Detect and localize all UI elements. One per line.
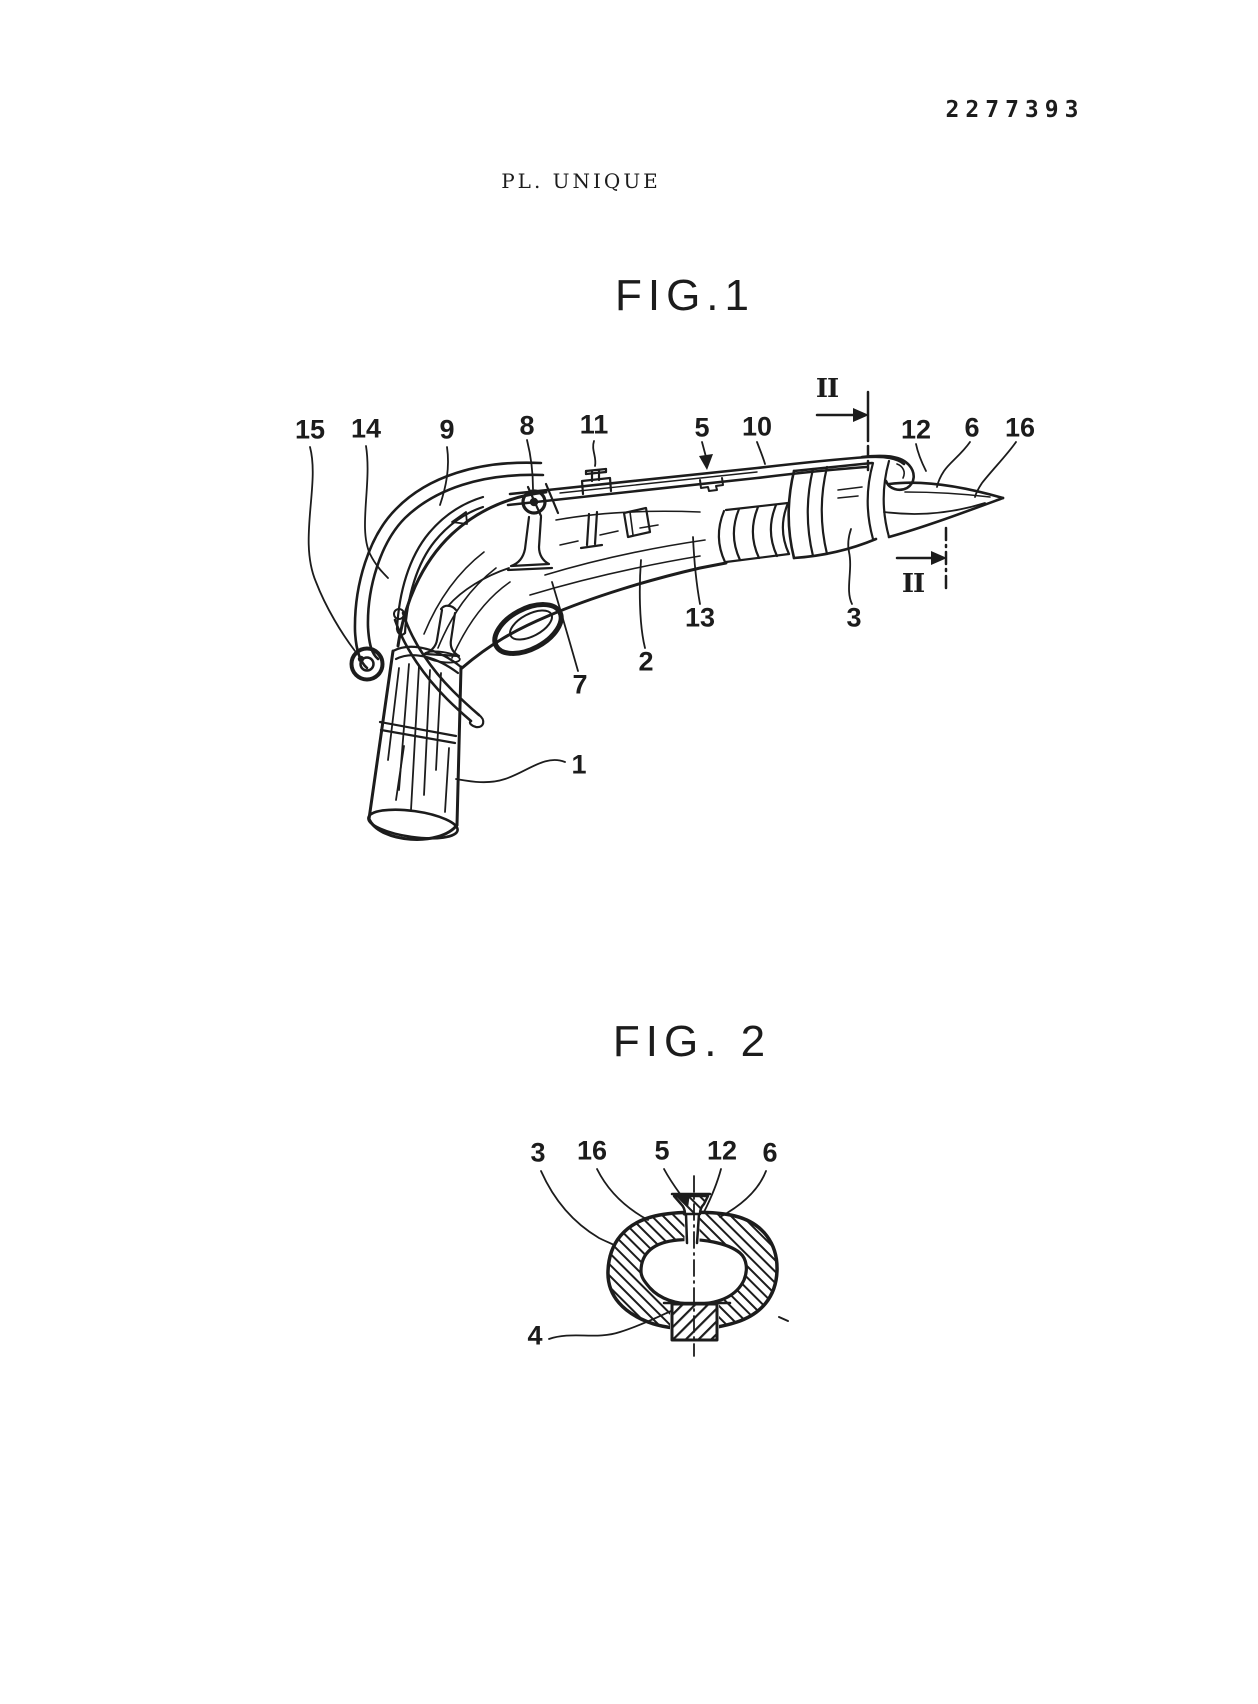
fig1-drawing xyxy=(307,390,1017,841)
fig1-title: FIG.1 xyxy=(614,271,756,320)
fig2-ref-5: 5 xyxy=(654,1135,670,1166)
fig2-drawing xyxy=(540,1168,789,1357)
fig1-ref-1: 1 xyxy=(571,749,587,780)
fig2-ref-4: 4 xyxy=(527,1320,543,1351)
fig1-ref-15: 15 xyxy=(294,414,326,445)
fig2-ref-3: 3 xyxy=(530,1137,546,1168)
fig2-ref-12: 12 xyxy=(706,1135,738,1166)
fig1-ref-3: 3 xyxy=(846,602,862,633)
fig1-ref-16: 16 xyxy=(1004,412,1036,443)
fig1-ref-14: 14 xyxy=(350,413,382,444)
fig1-section-label-top: II xyxy=(815,374,839,404)
fig1-ref-6: 6 xyxy=(964,412,980,443)
plate-label: PL. UNIQUE xyxy=(501,169,661,193)
fig1-ref-13: 13 xyxy=(684,602,716,633)
fig1-mouthpiece xyxy=(787,454,1005,560)
fig1-octave-key-mechanism xyxy=(349,461,652,729)
fig1-leader-lines xyxy=(307,439,1017,784)
fig2-ref-6: 6 xyxy=(762,1137,778,1168)
fig1-ref-11: 11 xyxy=(579,409,609,440)
fig1-ref-5: 5 xyxy=(694,412,710,443)
fig1-neck-body xyxy=(396,490,791,670)
fig2-title: FIG. 2 xyxy=(612,1017,772,1066)
fig1-section-label-bottom: II xyxy=(901,569,925,599)
fig1-section-line-top xyxy=(815,390,870,472)
fig1-ref-12: 12 xyxy=(900,414,932,445)
fig2-ref-16: 16 xyxy=(576,1135,608,1166)
patent-number: 2277393 xyxy=(945,97,1085,123)
fig1-section-line-bottom xyxy=(895,526,948,594)
fig1-ref-8: 8 xyxy=(519,410,535,441)
fig1-ref-9: 9 xyxy=(439,414,455,445)
fig2-leader-lines xyxy=(540,1168,767,1340)
fig1-ref-2: 2 xyxy=(638,646,654,677)
fig1-ref-7: 7 xyxy=(572,669,588,700)
fig2-cross-section xyxy=(606,1175,789,1357)
fig1-ref-10: 10 xyxy=(741,411,773,442)
fig1-main-tube xyxy=(367,645,463,841)
